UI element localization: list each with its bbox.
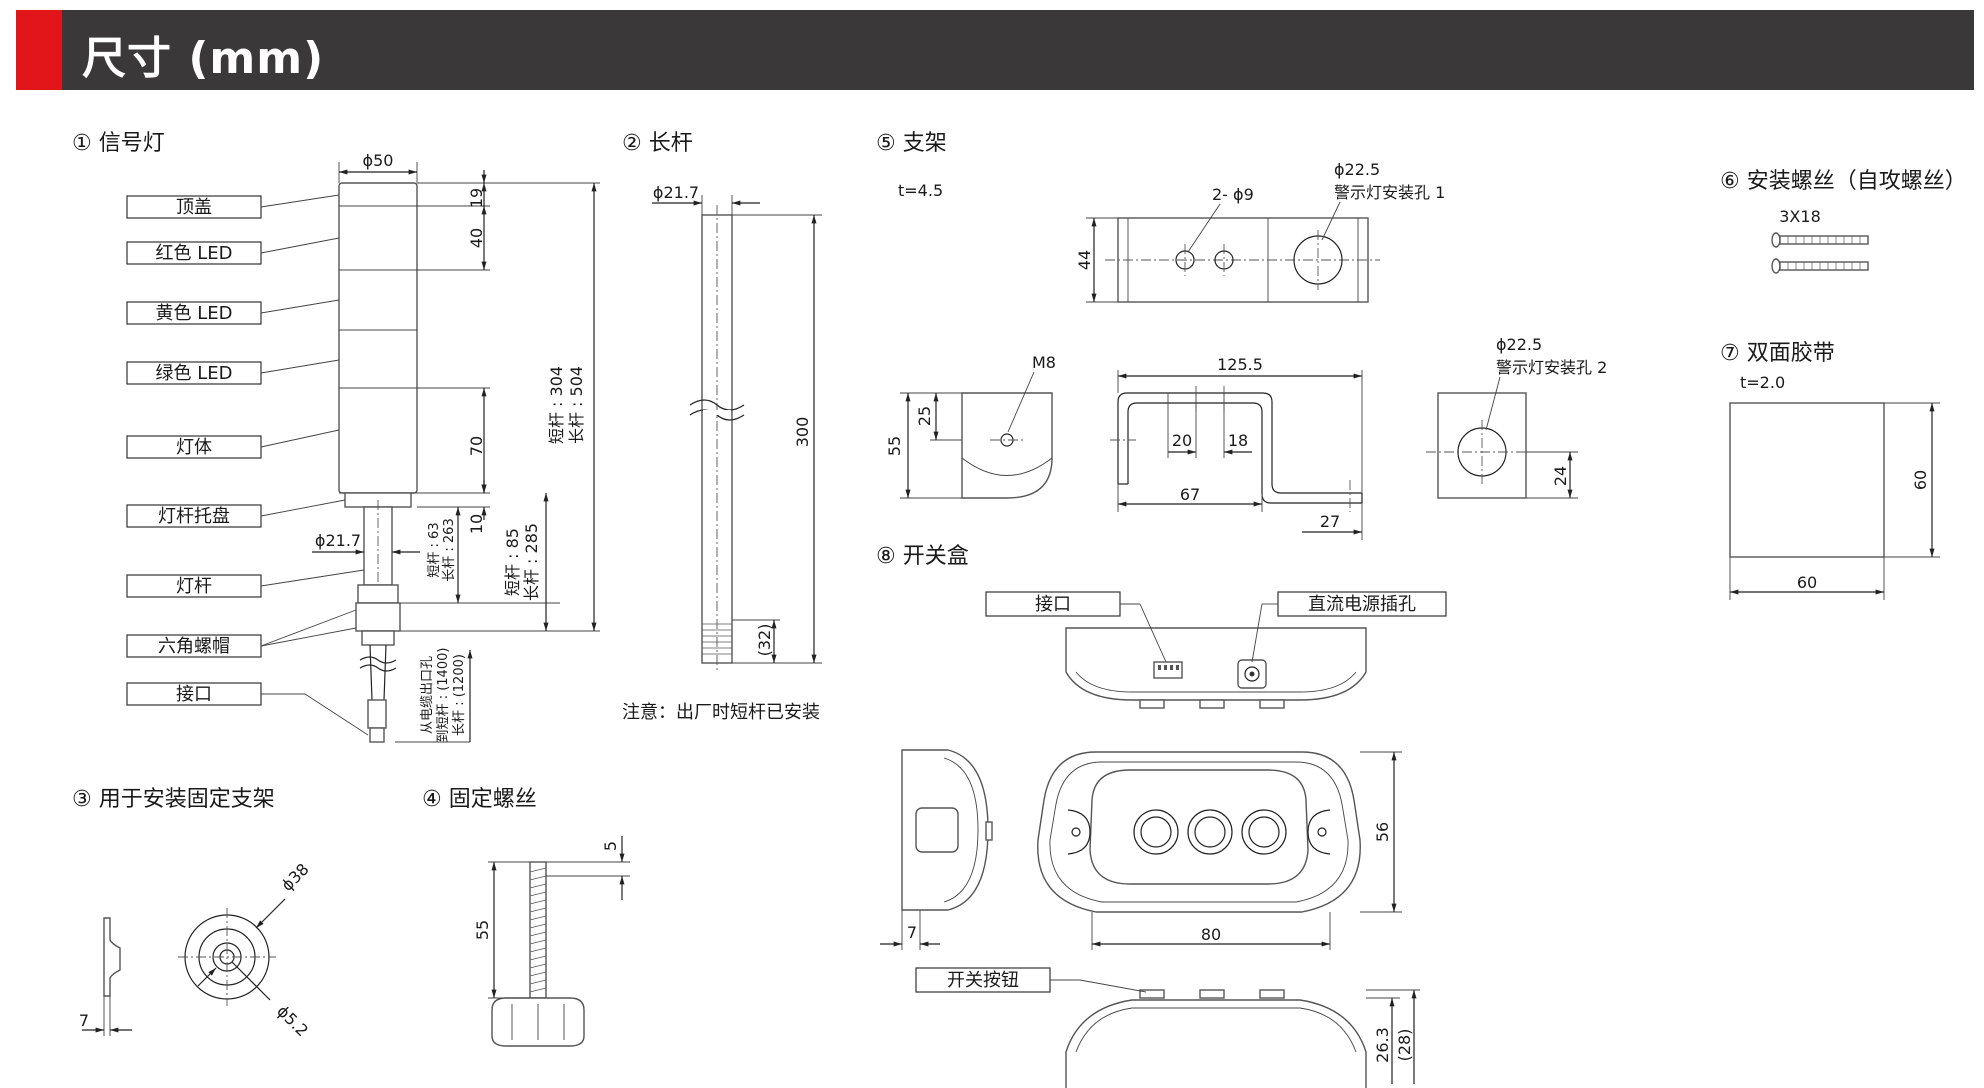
section-title-signal-light: ① 信号灯 [72,131,165,156]
dim-56: 56 [1373,822,1392,842]
label-hex-nut: 六角螺帽 [158,636,230,657]
label-body: 灯体 [176,437,212,458]
hole2-label: 警示灯安装孔 2 [1496,358,1607,377]
dim-10: 10 [467,514,486,534]
dim-125-5: 125.5 [1217,355,1263,374]
page-title: 尺寸 (mm) [82,33,325,84]
dim-mid-short: 短杆 : 85 [503,528,522,596]
section-title-switch-box: ⑧ 开关盒 [876,544,969,569]
signal-light-drawing: ϕ50 ϕ21.7 19 40 70 10 短杆 : 63 长杆 : 263 短… [126,151,600,743]
dim-total-long: 长杆 : 504 [567,366,586,444]
dim-thread: (32) [755,624,774,657]
double-sided-tape-drawing: t=2.0 60 60 [1729,373,1940,600]
cable-note-3: 长杆 : (1200) [452,654,467,736]
dim-pole-phi: ϕ21.7 [315,531,361,550]
label-switch-button: 开关按钮 [947,970,1019,991]
dim-27: 27 [1320,512,1340,531]
fixing-screw-55: 55 [473,920,492,940]
hole1-phi: ϕ22.5 [1334,160,1380,179]
label-port: 接口 [1035,594,1071,615]
fixing-bracket-drawing: 7 ϕ38 ϕ5.2 [79,860,313,1041]
section-title-long-pole: ② 长杆 [622,131,693,156]
label-dc-jack: 直流电源插孔 [1308,594,1416,615]
switch-box-drawing: 接口 直流电源插孔 7 56 80 [880,591,1447,1088]
dim-total-short: 短杆 : 304 [547,366,566,444]
section-title-fixing-bracket: ③ 用于安装固定支架 [72,787,275,812]
label-green-led: 绿色 LED [156,363,233,384]
label-connector: 接口 [176,684,212,705]
hole1-label: 警示灯安装孔 1 [1334,183,1445,202]
screw-size: 3X18 [1779,207,1821,226]
fixing-bracket-7: 7 [79,1011,89,1030]
bracket-drawing: t=4.5 2- ϕ9 ϕ22.5 警示灯安装孔 1 44 M8 25 [885,160,1607,540]
bracket-holes: 2- ϕ9 [1212,185,1254,204]
fixing-screw-5: 5 [601,841,620,851]
dim-top-phi: ϕ50 [363,151,394,170]
dim-pole-short: 短杆 : 63 [427,522,442,577]
dim-20: 20 [1172,431,1192,450]
bracket-thickness: t=4.5 [898,181,943,200]
label-pole-tray: 灯杆托盘 [158,506,230,527]
section-title-bracket: ⑤ 支架 [876,131,947,156]
section-title-fixing-screw: ④ 固定螺丝 [422,787,537,812]
dim-25: 25 [915,406,934,426]
label-red-led: 红色 LED [156,243,233,264]
dim-26-3: 26.3 [1373,1027,1392,1063]
cable-note-2: 到短杆 : (1400) [436,648,451,743]
dim-19: 19 [467,188,486,208]
fixing-bracket-phi52: ϕ5.2 [273,1001,312,1040]
dim-7: 7 [907,923,917,942]
factory-note: 注意：出厂时短杆已安装 [622,702,820,723]
label-pole: 灯杆 [176,576,212,597]
dim-18: 18 [1228,431,1248,450]
label-yellow-led: 黄色 LED [156,303,233,324]
section-header: 尺寸 (mm) [16,10,1974,90]
dim-pole-long: 长杆 : 263 [442,518,457,581]
dim-long-pole-length: 300 [793,417,812,448]
dim-44: 44 [1075,250,1094,270]
fixing-bracket-phi38: ϕ38 [277,860,312,895]
signal-light-labels: 顶盖 红色 LED 黄色 LED 绿色 LED 灯体 灯杆托盘 灯杆 六角螺帽 [126,194,369,736]
tape-height: 60 [1911,470,1930,490]
tape-thickness: t=2.0 [1740,373,1785,392]
section-title-mount-screw: ⑥ 安装螺丝（自攻螺丝） [1720,169,1967,194]
section-title-tape: ⑦ 双面胶带 [1720,341,1835,366]
dim-long-pole-phi: ϕ21.7 [653,183,699,202]
label-top-cover: 顶盖 [176,197,212,218]
mount-screws-drawing: 3X18 [1771,207,1869,274]
dim-28: (28) [1395,1029,1414,1062]
header-accent [16,10,62,90]
hole2-phi: ϕ22.5 [1496,335,1542,354]
long-pole-drawing: ϕ21.7 300 (32) 注意：出厂时短杆已安装 [622,183,822,723]
fixing-screw-drawing: 5 55 [473,836,630,1047]
tape-width: 60 [1797,573,1817,592]
bracket-m8: M8 [1032,353,1056,372]
dim-40: 40 [467,228,486,248]
dim-55: 55 [885,436,904,456]
dim-24: 24 [1551,466,1570,486]
dim-70: 70 [467,436,486,456]
dim-mid-long: 长杆 : 285 [522,523,541,601]
cable-note-1: 从电缆出口孔 [419,656,435,734]
dim-80: 80 [1201,925,1221,944]
dim-67: 67 [1180,485,1200,504]
